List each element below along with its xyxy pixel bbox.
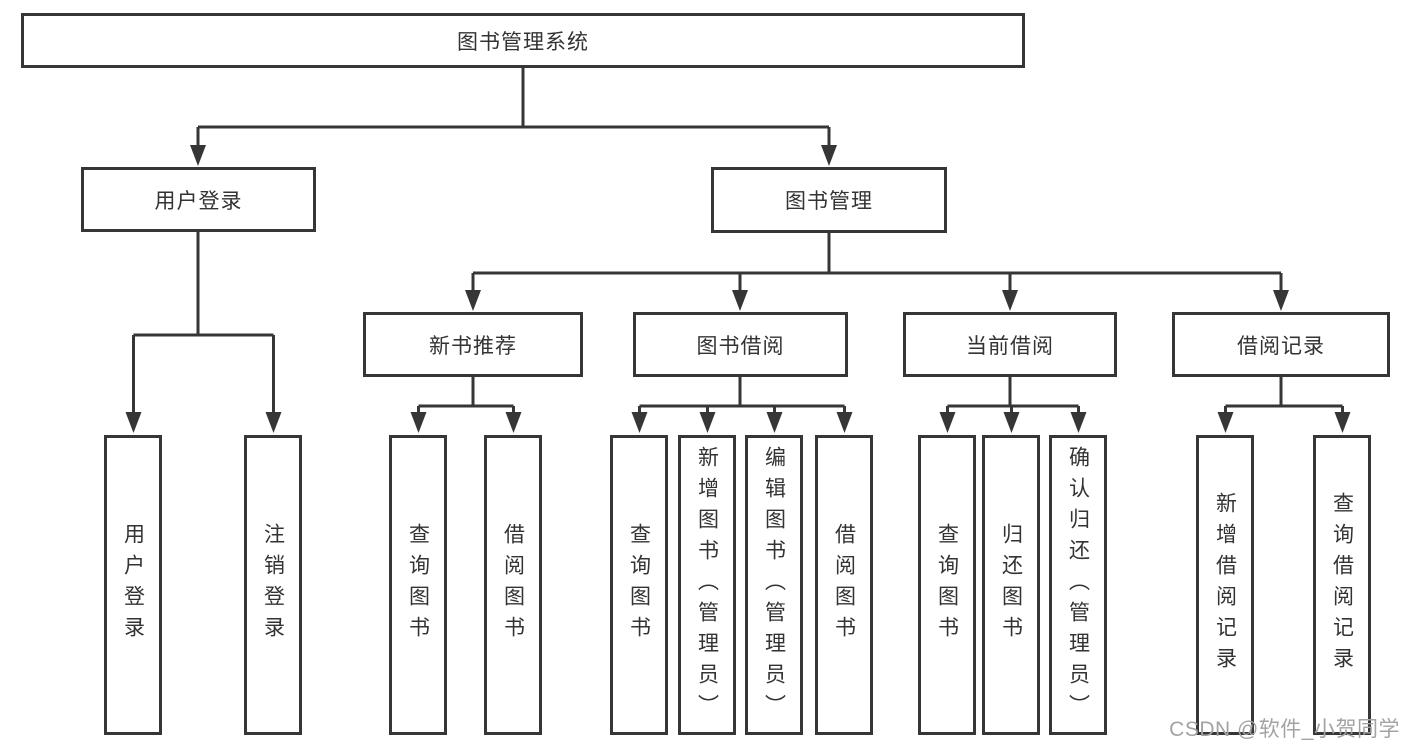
connector-segments [132, 68, 1344, 414]
node-user-login: 用户登录 [81, 167, 316, 232]
node-book-management: 图书管理 [711, 167, 947, 233]
leaf-borrow-books-recommend-label: 借阅图书 [501, 523, 525, 647]
leaf-query-books-recommend-label: 查询图书 [406, 523, 430, 647]
leaf-borrow-books-recommend: 借阅图书 [484, 435, 542, 735]
leaf-add-book-admin-label: 新增图书（管理员） [695, 445, 719, 725]
leaf-confirm-return-admin-label: 确认归还（管理员） [1066, 445, 1090, 725]
leaf-add-borrow-record: 新增借阅记录 [1196, 435, 1254, 735]
leaf-return-book-label: 归还图书 [999, 523, 1023, 647]
node-borrowing-records: 借阅记录 [1172, 312, 1390, 377]
leaf-add-borrow-record-label: 新增借阅记录 [1213, 492, 1237, 678]
leaf-user-login: 用户登录 [104, 435, 162, 735]
leaf-query-books-borrow-label: 查询图书 [627, 523, 651, 647]
leaf-confirm-return-admin: 确认归还（管理员） [1049, 435, 1107, 735]
leaf-borrow-books: 借阅图书 [815, 435, 873, 735]
leaf-query-books-borrow: 查询图书 [610, 435, 668, 735]
leaf-logout: 注销登录 [244, 435, 302, 735]
leaf-query-books-recommend: 查询图书 [389, 435, 447, 735]
leaf-return-book: 归还图书 [982, 435, 1040, 735]
node-current-borrowing: 当前借阅 [903, 312, 1117, 377]
leaf-user-login-label: 用户登录 [121, 523, 145, 647]
leaf-query-books-current-label: 查询图书 [935, 523, 959, 647]
leaf-add-book-admin: 新增图书（管理员） [678, 435, 736, 735]
node-new-book-recommendation: 新书推荐 [363, 312, 583, 377]
leaf-borrow-books-label: 借阅图书 [832, 523, 856, 647]
leaf-query-borrow-record: 查询借阅记录 [1313, 435, 1371, 735]
node-library-management-system: 图书管理系统 [21, 13, 1025, 68]
leaf-logout-label: 注销登录 [261, 523, 285, 647]
node-book-borrowing: 图书借阅 [633, 312, 848, 377]
leaf-edit-book-admin: 编辑图书（管理员） [745, 435, 803, 735]
csdn-watermark: CSDN @软件_小贺同学 [1169, 718, 1400, 741]
leaf-edit-book-admin-label: 编辑图书（管理员） [762, 445, 786, 725]
leaf-query-borrow-record-label: 查询借阅记录 [1330, 492, 1354, 678]
leaf-query-books-current: 查询图书 [918, 435, 976, 735]
